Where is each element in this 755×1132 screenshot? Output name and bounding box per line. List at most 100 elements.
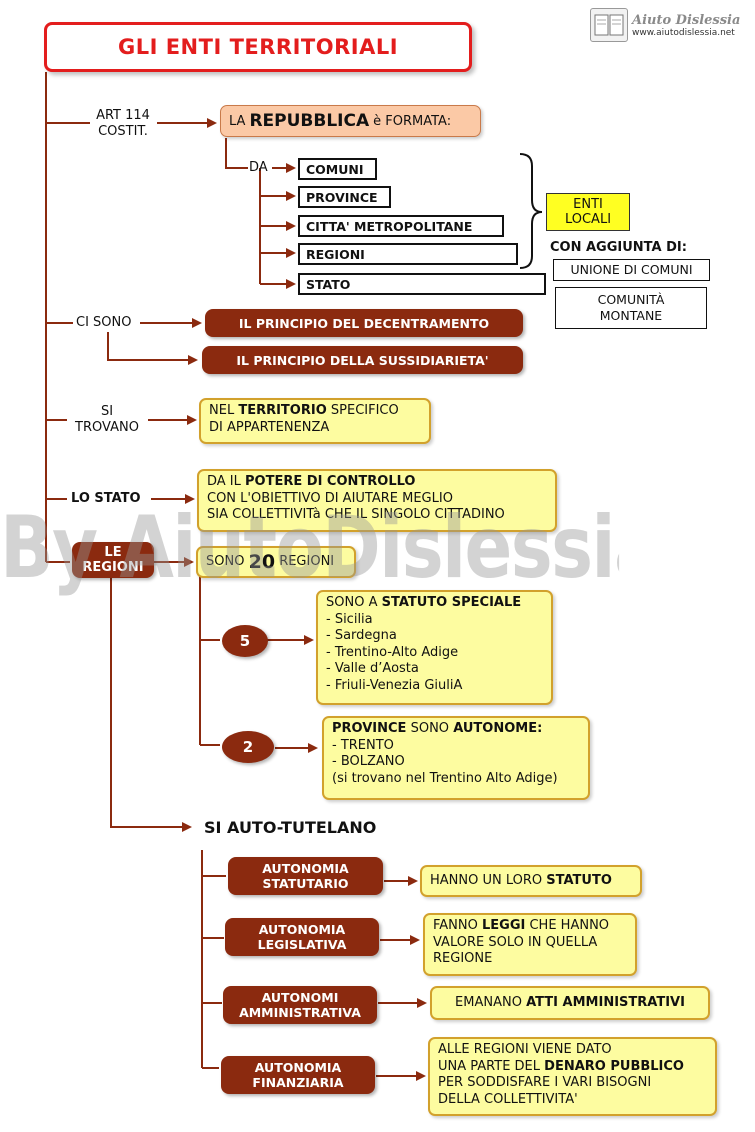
statuto-item-5: - Friuli-Venezia GiuliA	[326, 677, 463, 693]
circle-2: 2	[222, 731, 274, 763]
page-title: GLI ENTI TERRITORIALI	[44, 22, 472, 72]
desc-denaro-box: ALLE REGIONI VIENE DATO UNA PARTE DEL DE…	[428, 1037, 717, 1116]
territorio-l1c: SPECIFICO	[330, 403, 399, 418]
province-item-1: - TRENTO	[332, 737, 394, 753]
desc-leggi-l1a: FANNO	[433, 918, 478, 933]
enti-locali-box: ENTI LOCALI	[546, 193, 630, 231]
ente-stato: STATO	[298, 273, 546, 295]
statuto-l1a: SONO A	[326, 595, 378, 610]
ente-regioni: REGIONI	[298, 243, 518, 265]
le-regioni-box: LE REGIONI	[72, 542, 154, 578]
desc-leggi-l2: VALORE SOLO IN QUELLA	[433, 934, 598, 950]
statuto-item-1: - Sicilia	[326, 611, 373, 627]
si-trovano-label: SI TROVANO	[70, 404, 144, 436]
auto-tutelano-heading: SI AUTO-TUTELANO	[204, 818, 377, 837]
repubblica-prefix: LA	[229, 113, 246, 129]
circle-5: 5	[222, 625, 268, 657]
desc-denaro-l2b: DENARO PUBBLICO	[544, 1058, 684, 1074]
autonomia-finanziaria-l1: AUTONOMIA	[254, 1060, 342, 1075]
desc-atti-pre: EMANANO	[455, 994, 522, 1010]
desc-leggi-l3: REGIONE	[433, 951, 493, 966]
province-item-3: (si trovano nel Trentino Alto Adige)	[332, 770, 558, 786]
comunita-montane-box: COMUNITÀ MONTANE	[555, 287, 707, 329]
desc-denaro-l3: PER SODDISFARE I VARI BISOGNI	[438, 1075, 652, 1090]
principio-decentramento: IL PRINCIPIO DEL DECENTRAMENTO	[205, 309, 523, 337]
autonomia-legislativa-l2: LEGISLATIVA	[257, 937, 347, 952]
statuto-item-4: - Valle d’Aosta	[326, 661, 419, 676]
unione-comuni-box: UNIONE DI COMUNI	[553, 259, 710, 281]
page-title-text: GLI ENTI TERRITORIALI	[117, 35, 399, 59]
ente-citta-metropolitane: CITTA' METROPOLITANE	[298, 215, 504, 237]
province-l1a: PROVINCE	[332, 721, 407, 736]
sono20-num: 20	[248, 550, 276, 573]
book-icon	[590, 8, 628, 42]
territorio-box: NEL TERRITORIO SPECIFICO DI APPARTENENZA	[199, 398, 431, 444]
logo-name: Aiuto Dislessia	[632, 12, 741, 28]
principio-sussidiarieta: IL PRINCIPIO DELLA SUSSIDIARIETA'	[202, 346, 523, 374]
ente-province: PROVINCE	[298, 186, 391, 208]
desc-leggi-box: FANNO LEGGI CHE HANNO VALORE SOLO IN QUE…	[423, 913, 637, 976]
potere-box: DA IL POTERE DI CONTROLLO CON L'OBIETTIV…	[197, 469, 557, 532]
desc-atti-bold: ATTI AMMINISTRATIVI	[526, 994, 685, 1010]
desc-statuto-bold: STATUTO	[546, 872, 612, 888]
sono20-post: REGIONI	[279, 553, 335, 569]
con-aggiunta-label: CON AGGIUNTA DI:	[550, 240, 687, 255]
province-autonome-box: PROVINCE SONO AUTONOME: - TRENTO - BOLZA…	[322, 716, 590, 800]
autonomia-amministrativa-l1: AUTONOMI	[261, 990, 339, 1005]
repubblica-bold: REPUBBLICA	[249, 111, 370, 131]
territorio-l1b: TERRITORIO	[238, 403, 327, 418]
art114-line1: ART 114	[96, 108, 150, 123]
repubblica-box: LA REPUBBLICA è FORMATA:	[220, 105, 481, 137]
desc-statuto-pre: HANNO UN LORO	[430, 872, 543, 888]
le-regioni-line2: REGIONI	[82, 560, 144, 575]
desc-denaro-l2a: UNA PARTE DEL	[438, 1058, 541, 1074]
potere-l1b: POTERE DI CONTROLLO	[245, 474, 416, 489]
logo: Aiuto Dislessia www.aiutodislessia.net	[590, 6, 750, 44]
desc-leggi-l1c: CHE HANNO	[529, 918, 610, 933]
le-regioni-line1: LE	[104, 545, 122, 560]
potere-l2: CON L'OBIETTIVO DI AIUTARE MEGLIO	[207, 490, 453, 506]
si-trovano-line1: SI	[100, 404, 114, 419]
territorio-l1a: NEL	[209, 403, 235, 418]
enti-locali-line2: LOCALI	[564, 212, 612, 227]
autonomia-statutario-l1: AUTONOMIA	[262, 861, 349, 876]
autonomia-legislativa-l1: AUTONOMIA	[258, 922, 346, 937]
province-item-2: - BOLZANO	[332, 754, 405, 769]
autonomia-statutario-l2: STATUTARIO	[262, 876, 349, 891]
comunita-line1: COMUNITÀ	[597, 292, 665, 307]
autonomia-amministrativa-l2: AMMINISTRATIVA	[239, 1005, 361, 1020]
repubblica-suffix: è FORMATA:	[373, 113, 452, 129]
sono20-pre: SONO	[206, 553, 245, 569]
ci-sono-label: CI SONO	[76, 315, 132, 330]
brace	[519, 153, 543, 269]
si-trovano-line2: TROVANO	[75, 420, 139, 435]
statuto-item-2: - Sardegna	[326, 628, 397, 643]
enti-locali-line1: ENTI	[573, 197, 603, 212]
potere-l1a: DA IL	[207, 474, 241, 489]
art114-label: ART 114 COSTIT.	[86, 108, 160, 140]
statuto-item-3: - Trentino-Alto Adige	[326, 644, 459, 660]
comunita-line2: MONTANE	[599, 308, 663, 323]
art114-line2: COSTIT.	[98, 124, 148, 139]
logo-url: www.aiutodislessia.net	[632, 27, 735, 38]
province-l1c: AUTONOME:	[453, 721, 543, 736]
desc-leggi-l1b: LEGGI	[482, 918, 526, 933]
desc-statuto-box: HANNO UN LORO STATUTO	[420, 865, 642, 897]
lo-stato-label: LO STATO	[71, 491, 141, 506]
sono-20-box: SONO 20 REGIONI	[196, 546, 356, 578]
da-label: DA	[249, 160, 268, 175]
statuto-speciale-box: SONO A STATUTO SPECIALE - Sicilia - Sard…	[316, 590, 553, 705]
potere-l3: SIA COLLETTIVITà CHE IL SINGOLO CITTADIN…	[207, 507, 505, 522]
statuto-l1b: STATUTO SPECIALE	[381, 595, 522, 610]
desc-atti-box: EMANANO ATTI AMMINISTRATIVI	[430, 986, 710, 1020]
desc-denaro-l1: ALLE REGIONI VIENE DATO	[438, 1042, 612, 1057]
ente-comuni: COMUNI	[298, 158, 377, 180]
desc-denaro-l4: DELLA COLLETTIVITA'	[438, 1091, 578, 1107]
province-l1b: SONO	[410, 721, 450, 736]
territorio-l2: DI APPARTENENZA	[209, 419, 330, 435]
